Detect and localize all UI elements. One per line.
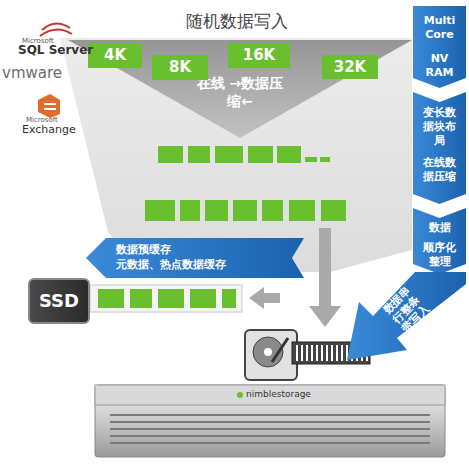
box-fill: [228, 43, 290, 68]
feature-chevron: Multi Core NV RAM: [413, 6, 466, 88]
storage-chassis: [95, 385, 445, 457]
node-text: 数据: [419, 221, 460, 235]
compressed-block: [215, 146, 243, 163]
data-block: 8K: [152, 55, 208, 80]
node-content: Multi Core NV RAM: [413, 6, 466, 88]
packed-block: [233, 200, 257, 221]
compressed-dash: [305, 157, 317, 162]
node-content: 32K: [322, 55, 378, 79]
box-fill: [88, 43, 142, 68]
hdd-spindle: [264, 348, 272, 356]
shape-fill: [68, 40, 412, 138]
brand-dot: [237, 392, 243, 398]
cached-block: [190, 289, 216, 308]
chassis-top-bar: [95, 385, 445, 405]
down-arrow-head: [309, 306, 341, 327]
compressed-block: [277, 146, 301, 163]
packed-block: [289, 200, 315, 221]
node-text: 8K: [152, 55, 208, 80]
node-subtext: 元数据、热点数据缓存: [116, 257, 294, 272]
diagram-title: 随机数据写入: [186, 10, 288, 33]
shape-fill: [413, 92, 466, 204]
chassis-vents: [110, 415, 430, 443]
node-subtext: 在线数据压缩: [419, 156, 460, 184]
node-subtext: NV RAM: [418, 52, 461, 80]
node-content: 8K: [152, 55, 208, 80]
node-text: 数据预缓存: [116, 242, 294, 257]
shape-fill: [347, 272, 466, 360]
ssd-drive: SSD: [28, 278, 90, 324]
feature-chevron: 数据顺序化整理: [413, 208, 466, 274]
feature-chevron: 变长数据块布局在线数据压缩: [413, 92, 466, 204]
packed-block: [145, 200, 175, 221]
compressed-block: [158, 146, 183, 163]
compressed-block: [248, 146, 273, 163]
app-logo: vmware: [2, 64, 62, 82]
data-block: 16K: [228, 43, 290, 68]
node-text: SSD: [28, 278, 90, 324]
ssd-body: [29, 279, 89, 323]
node-text: 32K: [322, 55, 378, 79]
shape-fill: [413, 6, 466, 88]
node-text: 变长数据块布局: [419, 106, 460, 148]
node-text: 4K: [88, 43, 142, 68]
compressed-dash: [320, 157, 330, 162]
node-content: SSD: [28, 278, 90, 324]
compressed-block: [188, 146, 210, 163]
node-content: 数据预缓存元数据、热点数据缓存: [86, 238, 304, 278]
exchange-logo-lines: [44, 104, 56, 109]
hdd-body: [245, 330, 297, 380]
sql-logo-mark: [40, 23, 72, 36]
node-content: 16K: [228, 43, 290, 68]
packed-block: [205, 200, 228, 221]
hdd-arm: [272, 338, 288, 362]
cache-banner: 数据预缓存元数据、热点数据缓存: [86, 238, 304, 278]
packed-block: [262, 200, 283, 221]
packed-block: [180, 200, 200, 221]
shape-fill: [86, 238, 304, 278]
box-fill: [152, 55, 208, 80]
node-text: Multi Core: [418, 14, 461, 42]
shape-fill: [413, 208, 466, 274]
logo-vendor: Microsoft: [26, 116, 58, 124]
cached-block: [98, 289, 124, 308]
background-wedge: [60, 38, 412, 272]
cached-block: [130, 289, 152, 308]
left-arrow: [249, 287, 280, 309]
node-content: 数据顺序化整理: [413, 208, 466, 274]
data-block: 4K: [88, 43, 142, 68]
exchange-logo-mark: [38, 94, 60, 118]
data-block: 32K: [322, 55, 378, 79]
packed-block: [321, 200, 346, 221]
cached-block: [158, 289, 184, 308]
box-fill: [322, 55, 378, 79]
down-arrow-shaft: [319, 228, 331, 308]
node-subtext: 顺序化整理: [419, 241, 460, 269]
app-logo: Exchange: [22, 123, 76, 136]
node-content: 变长数据块布局在线数据压缩: [413, 92, 466, 204]
cached-block: [222, 289, 236, 308]
brand-name: nimblestorage: [246, 389, 311, 399]
stripe-write-arrow: 数据串行整条带写入: [345, 272, 466, 362]
node-content: 4K: [88, 43, 142, 68]
node-text: 16K: [228, 43, 290, 68]
ssd-cache-strip: [90, 285, 242, 312]
app-logo: SQL Server: [18, 43, 93, 57]
